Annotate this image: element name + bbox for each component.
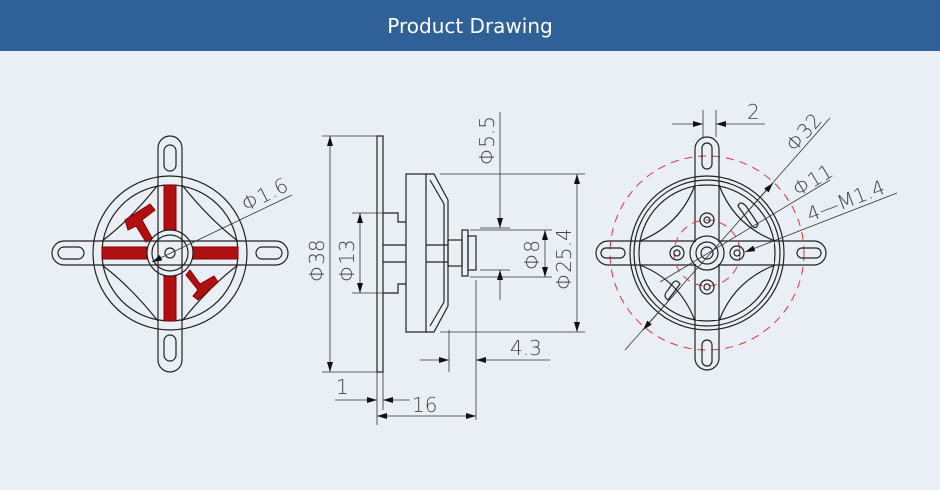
thread-leader [744,192,898,253]
drawing-line [699,212,715,228]
winding [192,246,239,260]
drawing-line [642,287,681,331]
winding [163,184,177,231]
front-outer-ring [92,175,248,331]
slot [664,280,681,301]
page-header: Product Drawing [0,0,940,51]
drawing-line [702,110,717,137]
drawing-line [447,239,463,267]
drawing-line [695,241,719,265]
drawing-line [700,246,714,260]
drawing-line [163,144,177,172]
drawing-line [701,142,713,170]
shaft-flange [461,229,469,277]
shaft [467,235,477,271]
front-windings [101,184,239,322]
front-hub [146,229,194,277]
drawing-line [641,242,774,264]
drawing-line [739,182,774,221]
front-center-hole [164,247,176,259]
drawing-line [322,135,585,425]
shaft-length-label: 4.3 [510,336,542,360]
drawing-line [255,246,283,260]
drawing-line [669,245,685,261]
overall-length-label: 16 [412,393,437,417]
rear-boss [383,212,406,294]
boss-dia-label: Φ13 [335,239,359,282]
winding [163,275,177,322]
motor-body [405,173,427,333]
drawing-line [733,249,741,257]
flange-dia-label: Φ8 [520,240,544,270]
drawing-line [633,179,781,327]
hole-circle-leader [659,179,831,283]
page-title: Product Drawing [387,13,553,38]
winding [185,269,219,301]
drawing-line [703,283,711,291]
drawing-line [163,334,177,362]
drawing-line [51,240,289,266]
drawing-line [729,245,745,261]
winding [101,246,148,260]
drawing-line [701,339,713,367]
rear-hub [689,235,725,271]
drawing-line [57,246,85,260]
fan-bell [426,173,449,333]
hole-dia-leader [151,194,293,263]
body-dia-label: Φ25.4 [552,228,576,290]
rear-view: 2 Φ32 Φ11 4—M1.4 [595,100,898,371]
rear-outer-ring [629,175,785,331]
drawing-line [699,279,715,295]
winding [124,203,156,243]
drawing-line [703,216,711,224]
product-drawing: Φ1.6 Φ38 Φ13 Φ5.5 Φ8 Φ25.4 4.3 1 16 [51,100,898,425]
drawing-line [638,184,776,322]
drawing-line [673,249,681,257]
shaft-dia-label: Φ5.5 [475,116,499,165]
slot-width-label: 2 [747,100,760,124]
mount-plate [376,135,384,373]
front-ears [51,135,289,373]
slot [737,202,759,229]
drawing-line [151,234,189,272]
side-extension-lines [322,135,585,425]
plate-thickness-label: 1 [336,375,349,399]
mount-circle-label: Φ32 [781,108,827,156]
front-view: Φ1.6 [51,135,293,373]
side-view: Φ38 Φ13 Φ5.5 Φ8 Φ25.4 4.3 1 16 [305,112,585,425]
mount-circle-centerline [609,155,805,351]
mounting-holes [669,212,745,295]
drawing-line [600,247,626,259]
drawing-line [157,135,183,373]
hole-dia-label: Φ1.6 [237,173,292,217]
drawing-line [796,247,822,259]
mount-dia-label: Φ38 [305,239,329,282]
